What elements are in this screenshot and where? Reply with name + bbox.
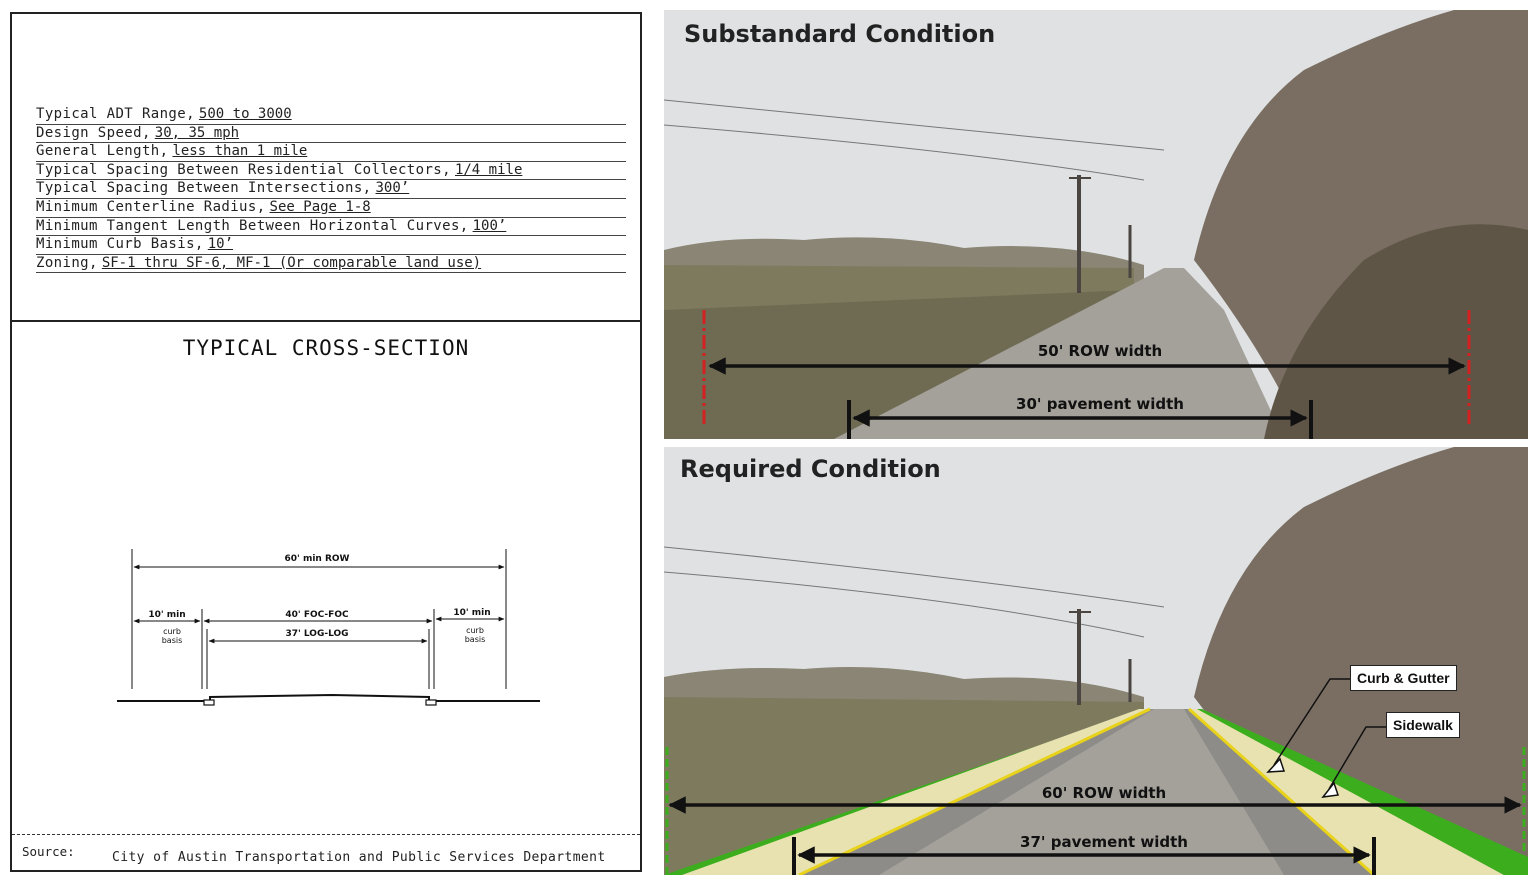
cross-section-drawing: 60' min ROW 10' min curb basis 10' min c… bbox=[117, 549, 540, 706]
right-green-strip bbox=[1197, 709, 1528, 875]
right-sidewalk bbox=[1189, 709, 1504, 875]
row-width-label: 50' ROW width bbox=[1038, 342, 1162, 360]
required-title: Required Condition bbox=[680, 455, 941, 483]
pavement-width-label: 37' pavement width bbox=[1020, 833, 1188, 851]
left-basis-label: 10' min bbox=[148, 610, 185, 620]
section-divider bbox=[12, 320, 640, 322]
source-text: City of Austin Transportation and Public… bbox=[112, 850, 606, 865]
sidewalk-callout-leader bbox=[1328, 726, 1386, 790]
row-width-label: 60' ROW width bbox=[1042, 784, 1166, 802]
required-scene: 60' ROW width 37' pavement width bbox=[664, 447, 1528, 875]
criteria-row: General Length,less than 1 mile bbox=[36, 143, 626, 162]
road-profile bbox=[117, 693, 540, 702]
curb-callout-leader bbox=[1273, 678, 1350, 766]
right-basis-sub-1: curb bbox=[466, 626, 484, 635]
substandard-title: Substandard Condition bbox=[684, 20, 996, 48]
curb-gutter-callout: Curb & Gutter bbox=[1350, 665, 1457, 691]
criteria-row: Zoning,SF-1 thru SF-6, MF-1 (Or comparab… bbox=[36, 255, 626, 274]
required-condition-photo: 60' ROW width 37' pavement width Require… bbox=[664, 447, 1528, 875]
criteria-row: Minimum Curb Basis,10’ bbox=[36, 236, 626, 255]
sidewalk-callout-pointer bbox=[1321, 781, 1339, 798]
road-surface bbox=[834, 268, 1284, 439]
right-basis-label: 10' min bbox=[453, 608, 490, 618]
curb-callout-pointer bbox=[1266, 757, 1286, 773]
design-criteria-sheet: Typical ADT Range,500 to 3000 Design Spe… bbox=[10, 12, 642, 872]
source-divider bbox=[12, 834, 640, 835]
pavement-width-label: 30' pavement width bbox=[1016, 395, 1184, 413]
criteria-list: Typical ADT Range,500 to 3000 Design Spe… bbox=[36, 106, 626, 274]
sidewalk-callout: Sidewalk bbox=[1386, 712, 1460, 738]
right-basis-sub-2: basis bbox=[465, 635, 486, 644]
criteria-row: Minimum Tangent Length Between Horizonta… bbox=[36, 218, 626, 237]
foc-label: 40' FOC-FOC bbox=[285, 610, 349, 620]
log-label: 37' LOG-LOG bbox=[285, 629, 348, 639]
source-label: Source: bbox=[22, 844, 75, 859]
criteria-row: Typical Spacing Between Intersections,30… bbox=[36, 180, 626, 199]
substandard-condition-photo: 50' ROW width 30' pavement width Substan… bbox=[664, 10, 1528, 439]
criteria-row: Typical Spacing Between Residential Coll… bbox=[36, 162, 626, 181]
left-basis-sub-1: curb bbox=[163, 627, 181, 636]
criteria-row: Minimum Centerline Radius,See Page 1-8 bbox=[36, 199, 626, 218]
criteria-row: Design Speed,30, 35 mph bbox=[36, 125, 626, 144]
left-sidewalk bbox=[682, 709, 1150, 875]
row-dimension-label: 60' min ROW bbox=[285, 554, 350, 564]
left-basis-sub-2: basis bbox=[162, 636, 183, 645]
cross-section-title: TYPICAL CROSS-SECTION bbox=[182, 336, 470, 360]
substandard-scene: 50' ROW width 30' pavement width bbox=[664, 10, 1528, 439]
criteria-row: Typical ADT Range,500 to 3000 bbox=[36, 106, 626, 125]
